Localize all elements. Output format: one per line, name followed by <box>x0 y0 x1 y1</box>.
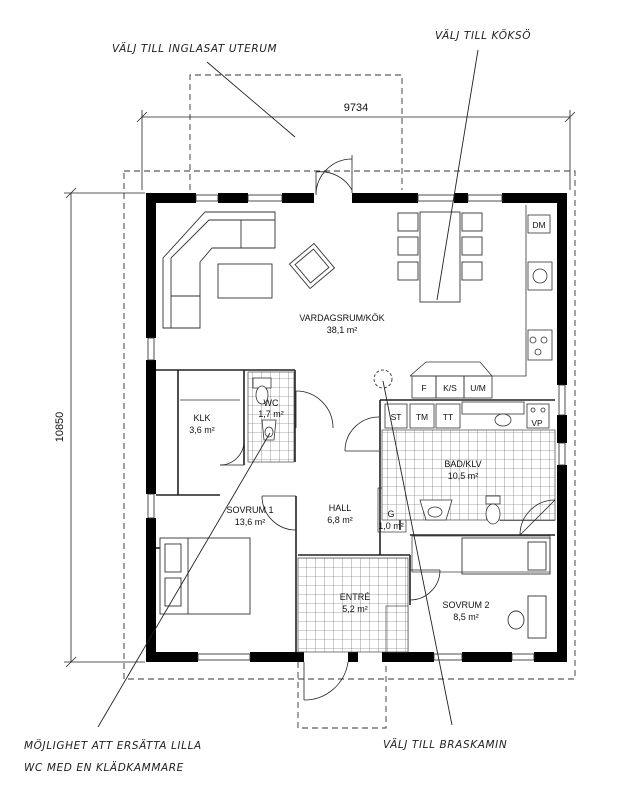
room-name-hall: HALL <box>329 503 352 513</box>
room-name-sovrum1: SOVRUM 1 <box>226 505 273 515</box>
room-name-klk: KLK <box>193 413 210 423</box>
leader-lines <box>97 49 479 728</box>
sofa <box>162 211 276 329</box>
exterior-walls <box>146 193 567 662</box>
braskamin-marker <box>373 369 393 389</box>
bed-double <box>159 537 251 615</box>
room-area-wc: 1,7 m² <box>258 409 284 419</box>
room-name-wc: WC <box>264 398 279 408</box>
dimension-height <box>64 187 145 668</box>
coffee-table <box>217 263 273 299</box>
fixture-fridge: F <box>421 383 426 393</box>
bath-fixtures <box>252 377 501 525</box>
note-wc-line2: WC MED EN KLÄDKAMMARE <box>24 761 184 774</box>
fixture-st: ST <box>391 412 402 422</box>
room-name-entre: ENTRÉ <box>340 592 371 602</box>
room-area-g: 1,0 m² <box>378 521 404 531</box>
dining-table <box>397 211 483 303</box>
note-kokso: VÄLJ TILL KÖKSÖ <box>435 29 531 42</box>
fixture-tm: TM <box>416 412 428 422</box>
fixture-microwave: U/M <box>470 383 486 393</box>
room-name-living: VARDAGSRUM/KÖK <box>299 313 384 323</box>
kitchen <box>409 205 553 399</box>
armchair <box>288 242 336 290</box>
dimension-height-label: 10850 <box>54 412 66 443</box>
laundry-fixtures <box>384 401 550 429</box>
outer-dashed-outline <box>123 74 576 729</box>
doors <box>219 155 556 701</box>
note-braskamin: VÄLJ TILL BRASKAMIN <box>383 738 507 751</box>
room-area-sovrum2: 8,5 m² <box>453 612 479 622</box>
room-area-hall: 6,8 m² <box>327 515 353 525</box>
notes: VÄLJ TILL INGLASAT UTERUM VÄLJ TILL KÖKS… <box>24 29 531 774</box>
dimension-width <box>136 110 576 190</box>
room-area-sovrum1: 13,6 m² <box>235 517 266 527</box>
dimension-width-label: 9734 <box>344 102 368 114</box>
fixture-dm: DM <box>532 220 545 230</box>
fixture-tt: TT <box>443 412 453 422</box>
room-area-klk: 3,6 m² <box>189 425 215 435</box>
room-name-g: G <box>387 509 394 519</box>
fixture-vp: VP <box>531 418 543 428</box>
room-labels: VARDAGSRUM/KÖK 38,1 m² WC 1,7 m² KLK 3,6… <box>189 313 489 622</box>
fixture-freezer: K/S <box>443 383 457 393</box>
note-uterum: VÄLJ TILL INGLASAT UTERUM <box>112 42 277 55</box>
bed-single <box>461 537 551 639</box>
room-area-bad: 10,5 m² <box>448 471 479 481</box>
room-area-entre: 5,2 m² <box>342 604 368 614</box>
room-name-bad: BAD/KLV <box>444 459 481 469</box>
note-wc-line1: MÖJLIGHET ATT ERSÄTTA LILLA <box>24 739 202 752</box>
room-name-sovrum2: SOVRUM 2 <box>442 600 489 610</box>
room-area-living: 38,1 m² <box>327 325 358 335</box>
